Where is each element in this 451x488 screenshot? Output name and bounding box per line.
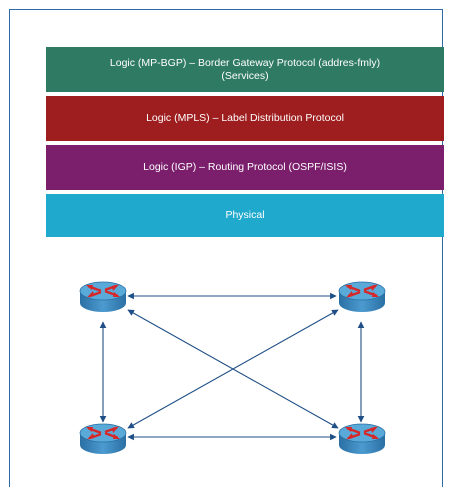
layer-bgp: Logic (MP-BGP) – Border Gateway Protocol… [46,47,444,92]
layer-mpls: Logic (MPLS) – Label Distribution Protoc… [46,96,444,141]
router-bottom-left [78,422,128,456]
link-diagonal-up [127,309,339,429]
router-bottom-right [337,422,387,456]
layer-physical: Physical [46,194,444,237]
layer-physical-label: Physical [225,209,265,221]
layer-bgp-sublabel: (Services) [221,69,269,82]
diagram-frame [9,9,443,487]
links [99,292,365,441]
router-top-left [78,280,128,314]
layer-mpls-label: Logic (MPLS) – Label Distribution Protoc… [146,112,344,124]
layer-igp: Logic (IGP) – Routing Protocol (OSPF/ISI… [46,145,444,190]
router-icon [78,422,128,456]
layer-bgp-label: Logic (MP-BGP) – Border Gateway Protocol… [109,56,381,69]
router-icon [337,280,387,314]
router-icon [78,280,128,314]
router-icon [337,422,387,456]
layer-igp-label: Logic (IGP) – Routing Protocol (OSPF/ISI… [143,161,347,173]
router-top-right [337,280,387,314]
